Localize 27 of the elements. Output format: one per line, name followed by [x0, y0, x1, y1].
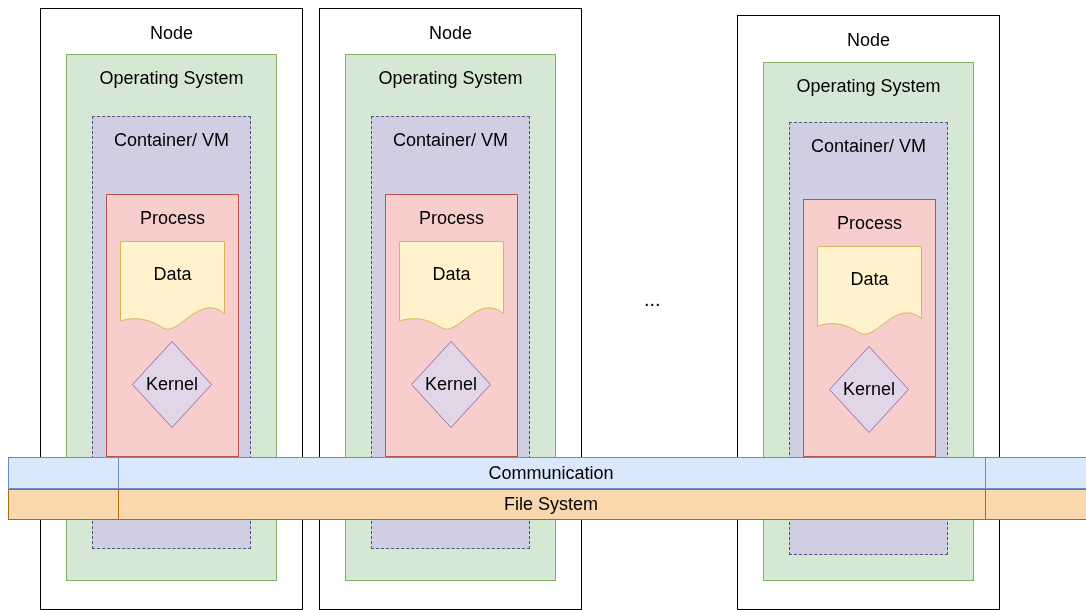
process-label: Process	[139, 207, 206, 229]
kernel-label: Kernel	[843, 379, 895, 400]
process-box	[385, 194, 518, 457]
node-box	[40, 8, 303, 610]
kernel-label: Kernel	[146, 374, 198, 395]
data-label: Data	[152, 263, 193, 285]
container-label: Container/ VM	[809, 135, 928, 157]
os-label: Operating System	[795, 75, 942, 97]
kernel-label: Kernel	[425, 374, 477, 395]
band-label: Communication	[488, 462, 614, 484]
container-label: Container/ VM	[112, 129, 231, 151]
node-label: Node	[149, 22, 194, 44]
os-label: Operating System	[98, 67, 245, 89]
file-system-band	[8, 489, 1086, 520]
data-label: Data	[431, 263, 472, 285]
data-label: Data	[849, 268, 890, 290]
process-label: Process	[836, 212, 903, 234]
process-label: Process	[418, 207, 485, 229]
communication-band	[8, 457, 1086, 489]
ellipsis-label: ...	[644, 288, 661, 311]
process-box	[803, 199, 936, 457]
node-label: Node	[428, 22, 473, 44]
container-label: Container/ VM	[391, 129, 510, 151]
os-label: Operating System	[377, 67, 524, 89]
band-label: File System	[504, 494, 598, 515]
process-box	[106, 194, 239, 457]
node-label: Node	[846, 29, 891, 51]
